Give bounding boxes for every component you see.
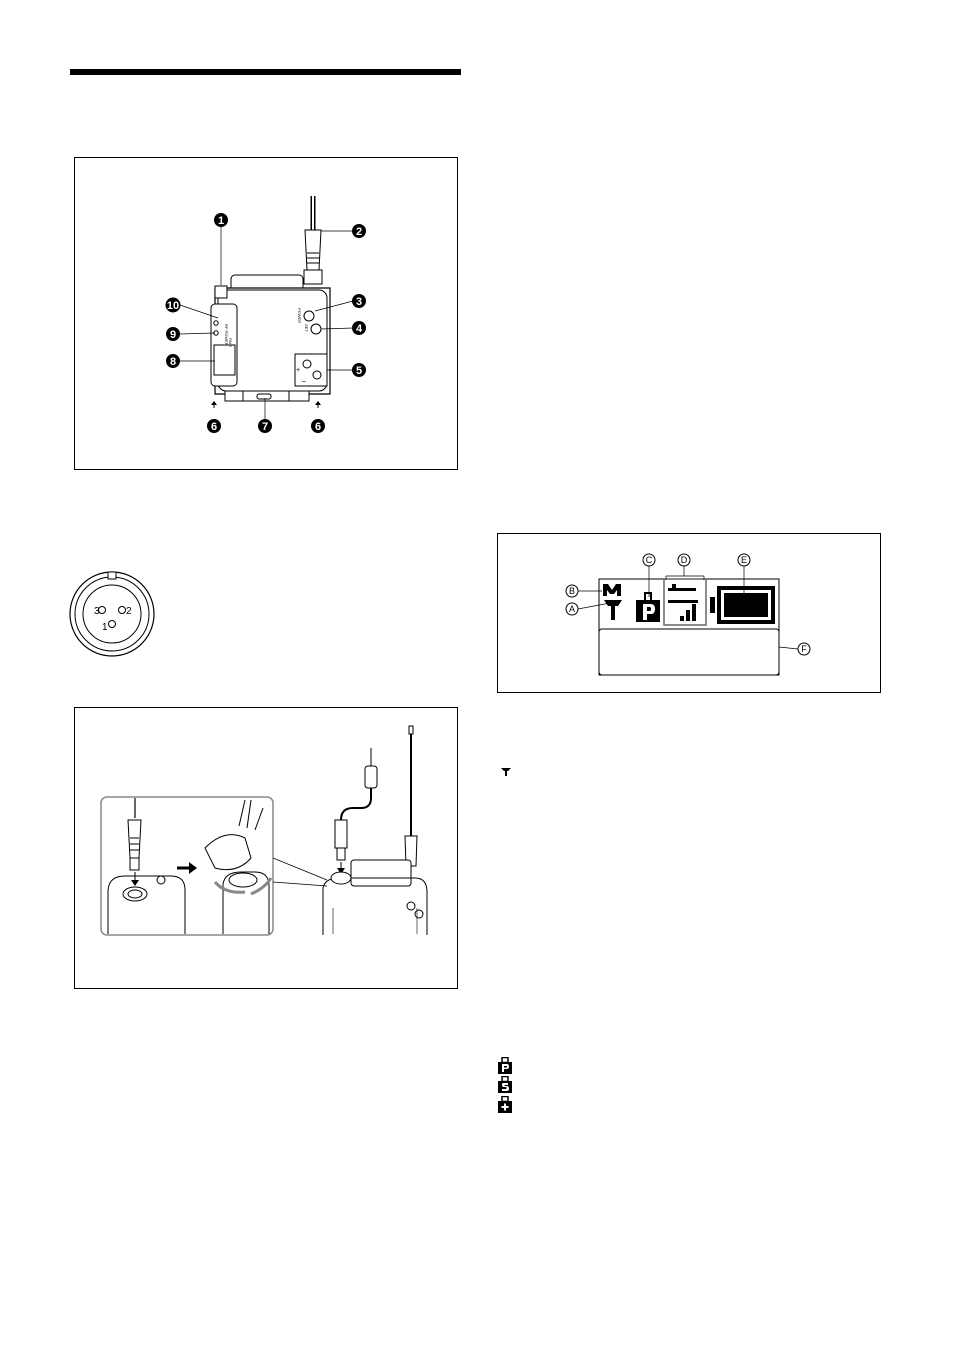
signal-bar-2: [686, 610, 690, 621]
mic-connection-diagram: [100, 725, 428, 936]
svg-text:B: B: [569, 586, 575, 596]
svg-text:A: A: [569, 604, 575, 614]
callout-A: A: [565, 602, 579, 616]
lock-plus-icon: [497, 1095, 513, 1114]
svg-text:8: 8: [170, 356, 176, 368]
figure-mic-connection: [74, 707, 458, 989]
callout-1: 1: [214, 213, 228, 227]
pair-label: PAIR: [228, 338, 233, 347]
callout-6-left: 6: [207, 419, 221, 433]
battery-level: [724, 593, 768, 617]
svg-text:10: 10: [167, 300, 179, 312]
lock-s-icon: [497, 1075, 513, 1094]
callout-9: 9: [166, 327, 180, 341]
svg-text:2: 2: [356, 226, 362, 238]
svg-text:3: 3: [356, 296, 362, 308]
svg-text:F: F: [801, 644, 807, 654]
pin-3-label: 3: [94, 606, 100, 617]
mode-icon: [603, 584, 621, 596]
svg-text:9: 9: [170, 329, 176, 341]
callout-10: 10: [165, 297, 181, 313]
transmitter-diagram: RF POWER PAIR POWER SET + – 1 2 3 4: [165, 196, 366, 433]
callout-8: 8: [166, 354, 180, 368]
battery-tip: [710, 597, 715, 613]
svg-text:6: 6: [315, 421, 321, 433]
pin-1-label: 1: [102, 622, 108, 633]
svg-text:1: 1: [218, 215, 224, 227]
callout-E: E: [737, 553, 751, 567]
plus-key-label: +: [296, 367, 300, 374]
svg-text:D: D: [681, 555, 688, 565]
signal-bar-3: [692, 604, 696, 621]
signal-bar-1: [680, 616, 684, 621]
connector-pin-diagram: 3 2 1: [68, 570, 158, 660]
svg-text:6: 6: [211, 421, 217, 433]
callout-F: F: [797, 642, 811, 656]
minus-key-label: –: [302, 378, 306, 385]
antenna-icon: [500, 764, 512, 776]
display-diagram: A B C D E F: [565, 553, 811, 676]
lock-p-icon: [497, 1056, 513, 1075]
callout-7: 7: [258, 419, 272, 433]
callout-C: C: [642, 553, 656, 567]
figure-display: A B C D E F: [497, 533, 881, 693]
svg-text:5: 5: [356, 365, 362, 377]
figure-transmitter-parts: RF POWER PAIR POWER SET + – 1 2 3 4: [74, 157, 458, 470]
section-heading-rule: [70, 69, 461, 75]
power-label: POWER: [297, 308, 302, 323]
svg-text:4: 4: [356, 323, 363, 335]
svg-text:E: E: [741, 555, 747, 565]
callout-4: 4: [352, 321, 366, 335]
antenna-icon: [604, 600, 622, 620]
callout-D: D: [677, 553, 691, 567]
rf-power-label: RF POWER: [224, 324, 229, 346]
callout-5: 5: [352, 363, 366, 377]
svg-text:C: C: [646, 555, 653, 565]
level-meter-upper: [668, 584, 696, 591]
set-label: SET: [304, 324, 309, 332]
svg-text:7: 7: [262, 421, 268, 433]
callout-6-right: 6: [311, 419, 325, 433]
pin-2-label: 2: [126, 606, 132, 617]
callout-3: 3: [352, 294, 366, 308]
callout-2: 2: [352, 224, 366, 238]
callout-B: B: [565, 584, 579, 598]
